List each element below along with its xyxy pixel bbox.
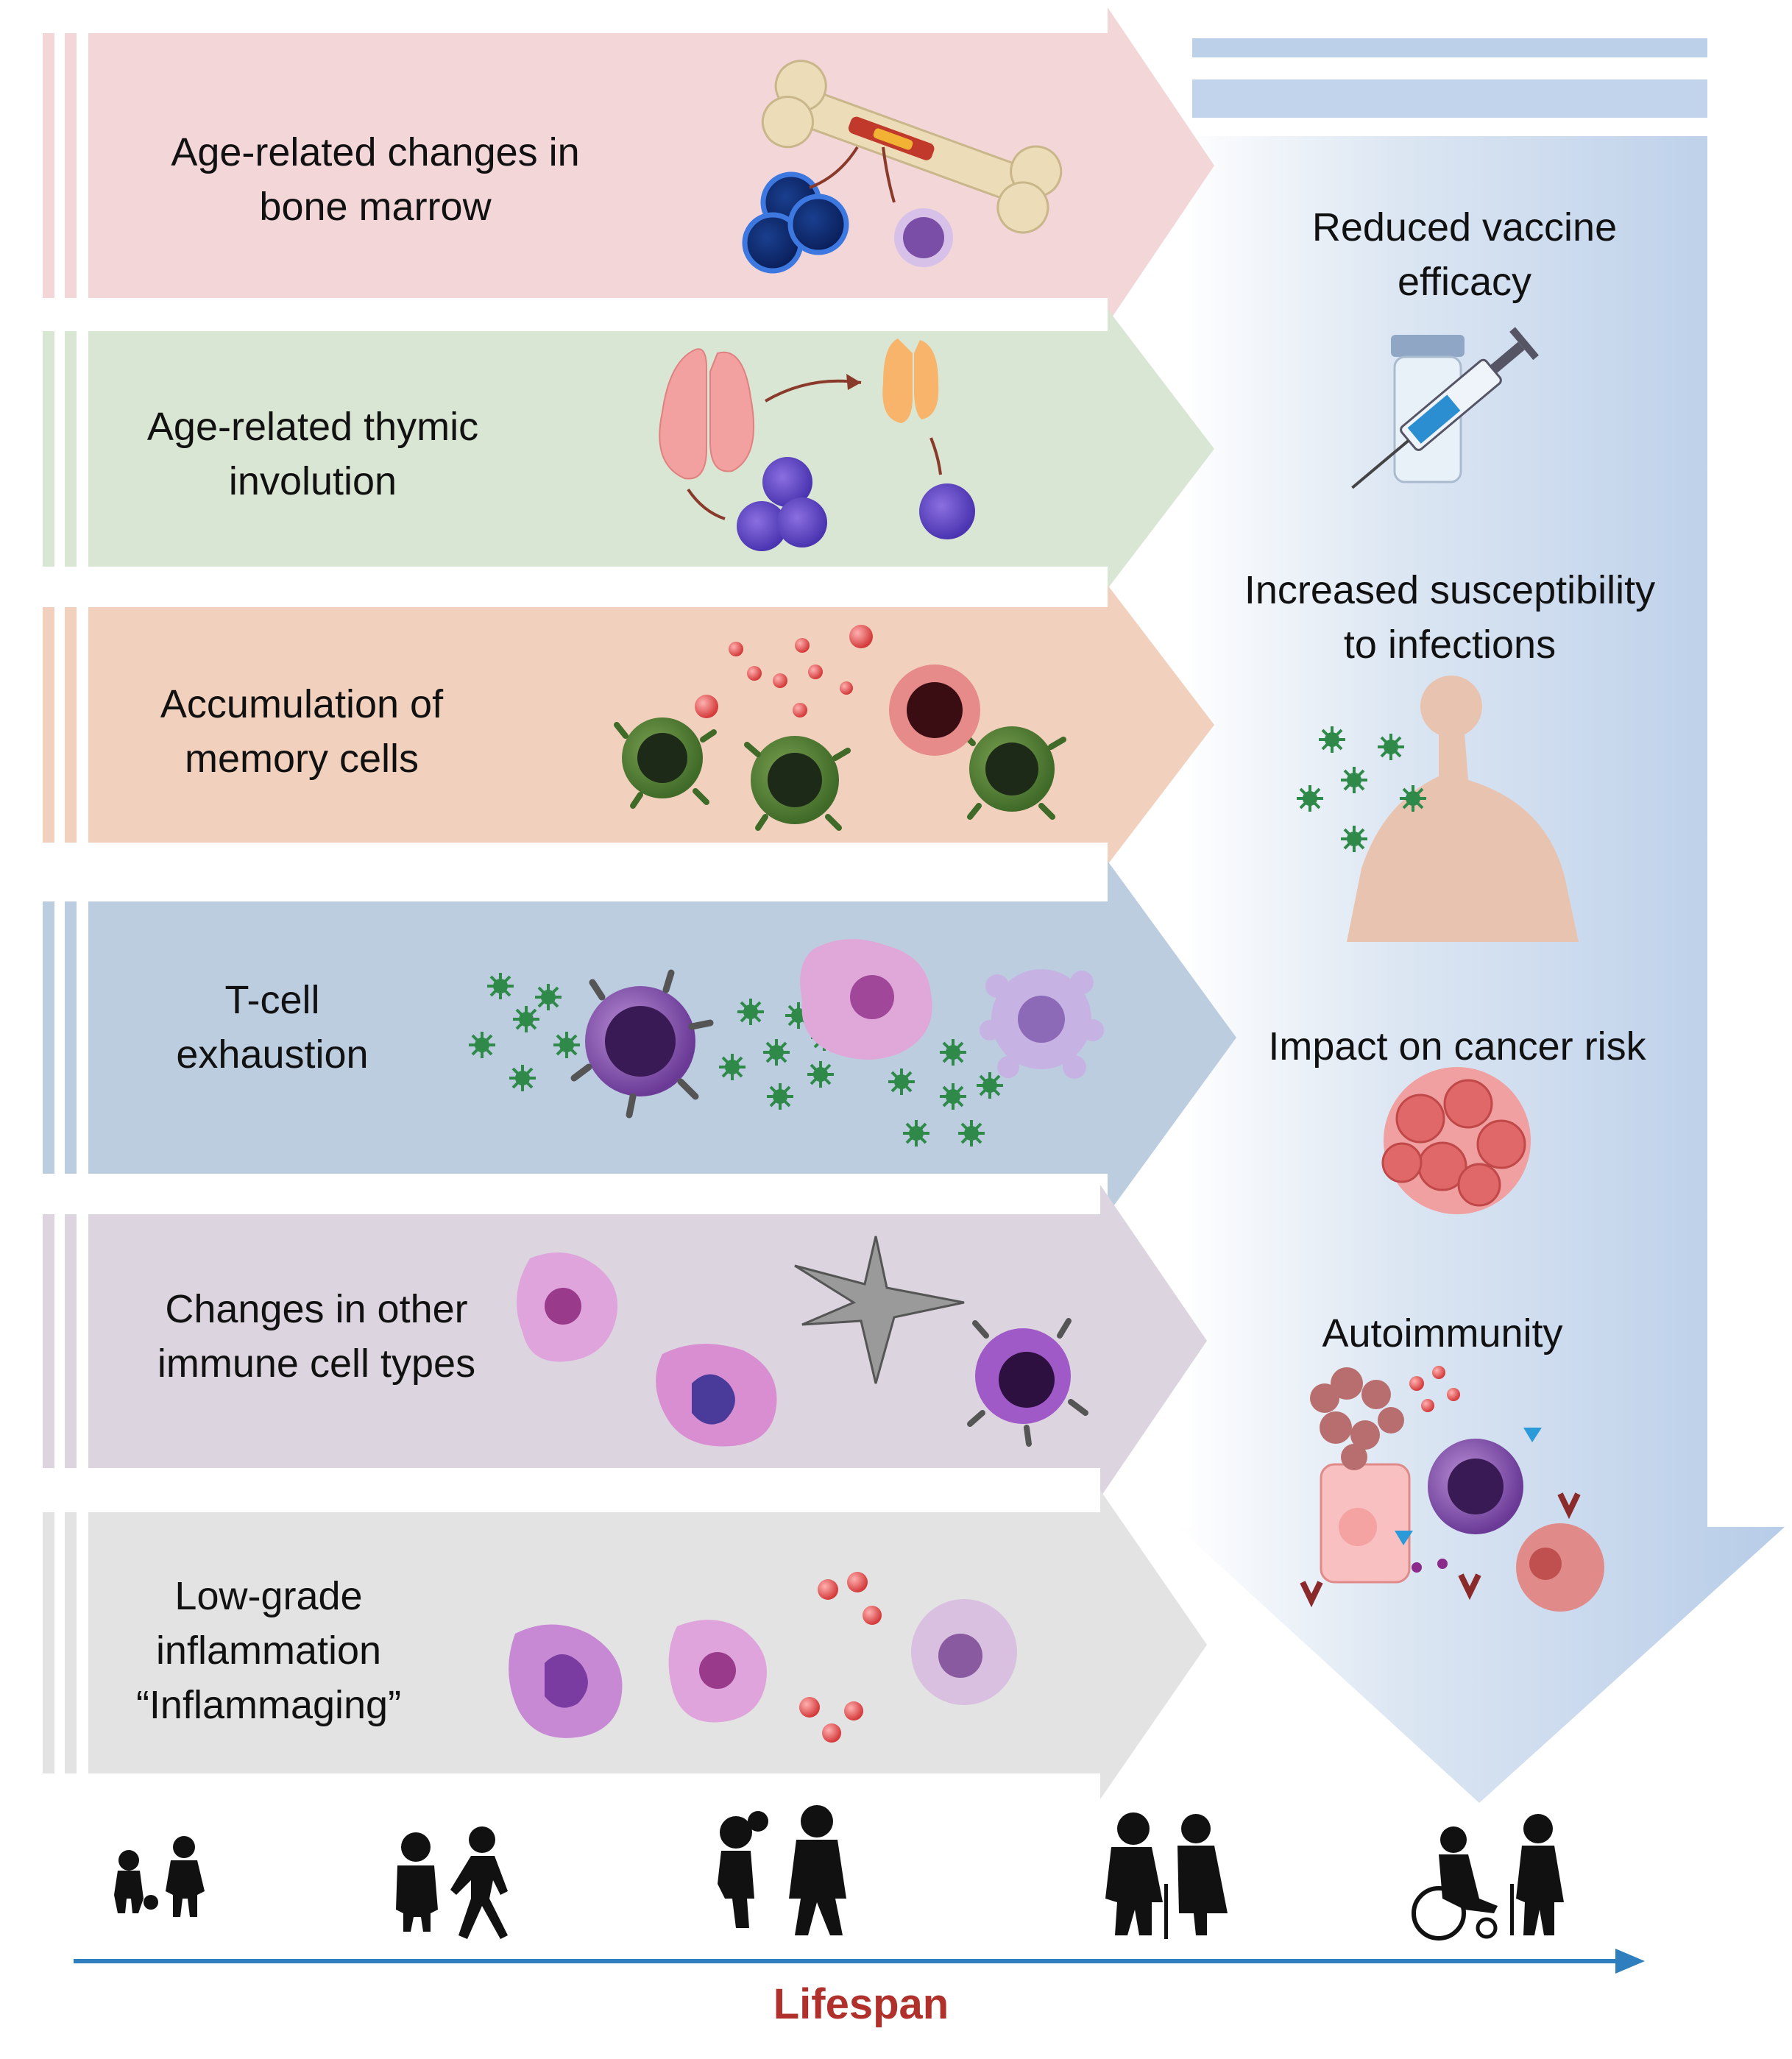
thymocytes-icon: [737, 457, 975, 551]
label-line: Reduced vaccine: [1311, 205, 1618, 249]
tumor-cells-icon: [1381, 1067, 1531, 1214]
label-line: Accumulation of: [160, 682, 444, 726]
children-icon: [396, 1826, 508, 1939]
label-line: immune cell types: [157, 1342, 476, 1386]
lifespan-label: Lifespan: [773, 1980, 949, 2028]
label-vaccine: Reduced vaccine efficacy: [1266, 200, 1663, 309]
label-thymic: Age-related thymic involution: [125, 400, 500, 508]
inflammatory-cells-icon: [509, 1572, 1017, 1743]
label-line: Changes in other: [165, 1287, 468, 1331]
exhausted-tcell-icon: [570, 969, 714, 1119]
label-exhaustion: T-cell exhaustion: [147, 973, 397, 1082]
bone-icon: [761, 60, 1063, 234]
label-line: Age-related thymic: [146, 405, 479, 449]
label-inflammation: Low-grade inflammation “Inflammaging”: [125, 1569, 412, 1732]
memory-cells-icon: [614, 625, 1066, 831]
label-line: T-cell: [224, 978, 320, 1022]
cause-arrow-other-cells: [43, 1185, 1207, 1498]
label-line: Autoimmunity: [1322, 1311, 1563, 1355]
syringe-vial-icon: [1351, 327, 1539, 489]
label-line: Age-related changes in: [171, 130, 580, 174]
label-bone-marrow: Age-related changes in bone marrow: [144, 125, 607, 234]
label-memory: Accumulation of memory cells: [140, 677, 464, 786]
label-other-cells: Changes in other immune cell types: [140, 1282, 493, 1391]
label-autoimmunity: Autoimmunity: [1288, 1306, 1597, 1361]
autoimmune-cells-icon: [1300, 1366, 1604, 1612]
label-line: exhaustion: [176, 1032, 369, 1077]
label-line: Low-grade: [174, 1574, 363, 1618]
label-line: Increased susceptibility: [1244, 568, 1656, 612]
label-line: efficacy: [1397, 260, 1532, 304]
label-line: “Inflammaging”: [135, 1683, 402, 1727]
wheelchair-elderly-icon: [1412, 1814, 1564, 1941]
other-immune-cells-icon: [517, 1236, 1088, 1447]
label-infection: Increased susceptibility to infections: [1222, 563, 1678, 672]
thymus-icon: [659, 339, 942, 520]
apoptotic-cells-icon: [800, 939, 1104, 1079]
label-cancer: Impact on cancer risk: [1244, 1019, 1671, 1074]
label-line: bone marrow: [259, 185, 492, 229]
label-line: to infections: [1343, 623, 1557, 667]
lifespan-arrow: [74, 1949, 1645, 1974]
elderly-couple-icon: [1105, 1812, 1228, 1939]
label-line: involution: [228, 459, 397, 503]
toddlers-icon: [114, 1836, 205, 1917]
label-line: Impact on cancer risk: [1268, 1024, 1646, 1069]
label-line: memory cells: [184, 737, 419, 781]
adults-icon: [718, 1805, 846, 1935]
hematopoietic-cells-icon: [742, 146, 953, 274]
label-line: inflammation: [155, 1629, 382, 1673]
human-virus-icon: [1295, 676, 1579, 942]
cause-arrow-inflammation: [43, 1490, 1207, 1799]
